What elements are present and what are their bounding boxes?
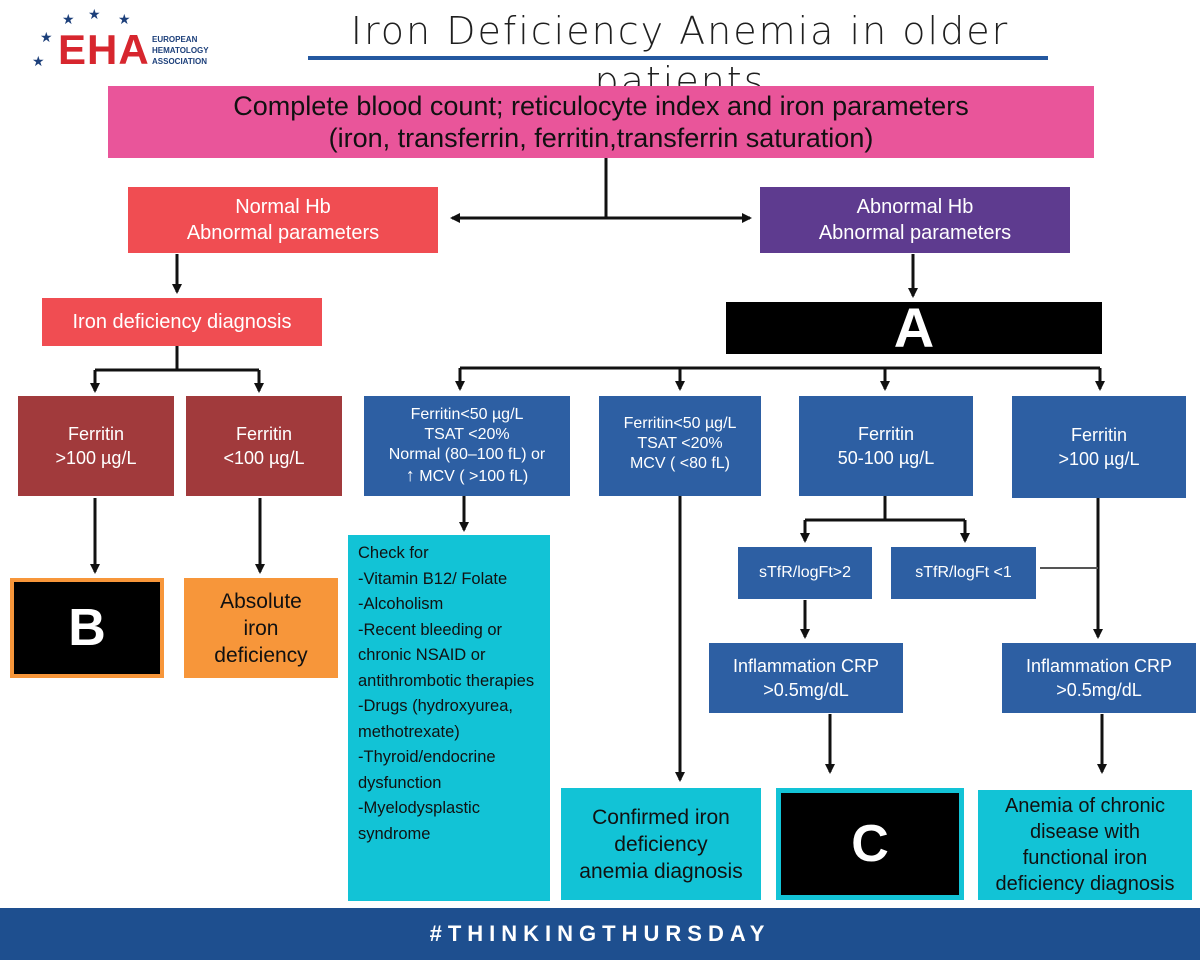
node-ferritin-lt50-microcytic: Ferritin<50 µg/L TSAT <20% MCV ( <80 fL) <box>599 396 761 496</box>
node-crp-right: Inflammation CRP >0.5mg/dL <box>1002 643 1196 713</box>
node-label-c: C <box>776 788 964 900</box>
node-ferritin-lt50-normal-macro-mcv: Ferritin<50 µg/L TSAT <20% Normal (80–10… <box>364 396 570 496</box>
node-cbc-parameters: Complete blood count; reticulocyte index… <box>108 86 1094 158</box>
node-confirmed-ida: Confirmed iron deficiency anemia diagnos… <box>561 788 761 900</box>
star-icon: ★ <box>40 29 53 45</box>
macro-line-mcv-text: MCV ( >100 fL) <box>419 468 529 485</box>
macro-line-mcv: ↑ MCV ( >100 fL) <box>406 465 528 487</box>
star-icon: ★ <box>118 11 131 27</box>
node-normal-hb: Normal Hb Abnormal parameters <box>128 187 438 253</box>
eha-logo: EHA <box>58 26 150 73</box>
node-ferritin-50-100: Ferritin 50-100 µg/L <box>799 396 973 496</box>
node-iron-deficiency-diagnosis: Iron deficiency diagnosis <box>42 298 322 346</box>
macro-line-ferritin: Ferritin<50 µg/L <box>410 406 524 423</box>
node-label-b: B <box>10 578 164 678</box>
eha-logo-subtitle: EUROPEAN HEMATOLOGY ASSOCIATION <box>152 35 209 66</box>
node-abnormal-hb: Abnormal Hb Abnormal parameters <box>760 187 1070 253</box>
node-stfr-lt1: sTfR/logFt <1 <box>891 547 1036 599</box>
node-crp-left: Inflammation CRP >0.5mg/dL <box>709 643 903 713</box>
node-ferritin-lt100-left: Ferritin <100 µg/L <box>186 396 342 496</box>
node-absolute-iron-deficiency: Absolute iron deficiency <box>184 578 338 678</box>
macro-line-normal: Normal (80–100 fL) or <box>388 446 546 463</box>
node-check-for-list: Check for -Vitamin B12/ Folate -Alcoholi… <box>348 535 550 901</box>
node-stfr-gt2: sTfR/logFt>2 <box>738 547 872 599</box>
up-arrow-icon: ↑ <box>405 465 415 485</box>
node-ferritin-gt100-left: Ferritin >100 µg/L <box>18 396 174 496</box>
star-icon: ★ <box>62 11 75 27</box>
footer-hashtag: #THINKINGTHURSDAY <box>0 908 1200 960</box>
star-icon: ★ <box>88 6 101 22</box>
node-ferritin-gt100-right: Ferritin >100 µg/L <box>1012 396 1186 498</box>
star-icon: ★ <box>32 53 45 69</box>
node-label-a: A <box>726 300 1102 356</box>
node-anemia-chronic-disease: Anemia of chronic disease with functiona… <box>978 790 1192 900</box>
title-underline <box>308 56 1048 60</box>
macro-line-tsat: TSAT <20% <box>424 426 510 443</box>
